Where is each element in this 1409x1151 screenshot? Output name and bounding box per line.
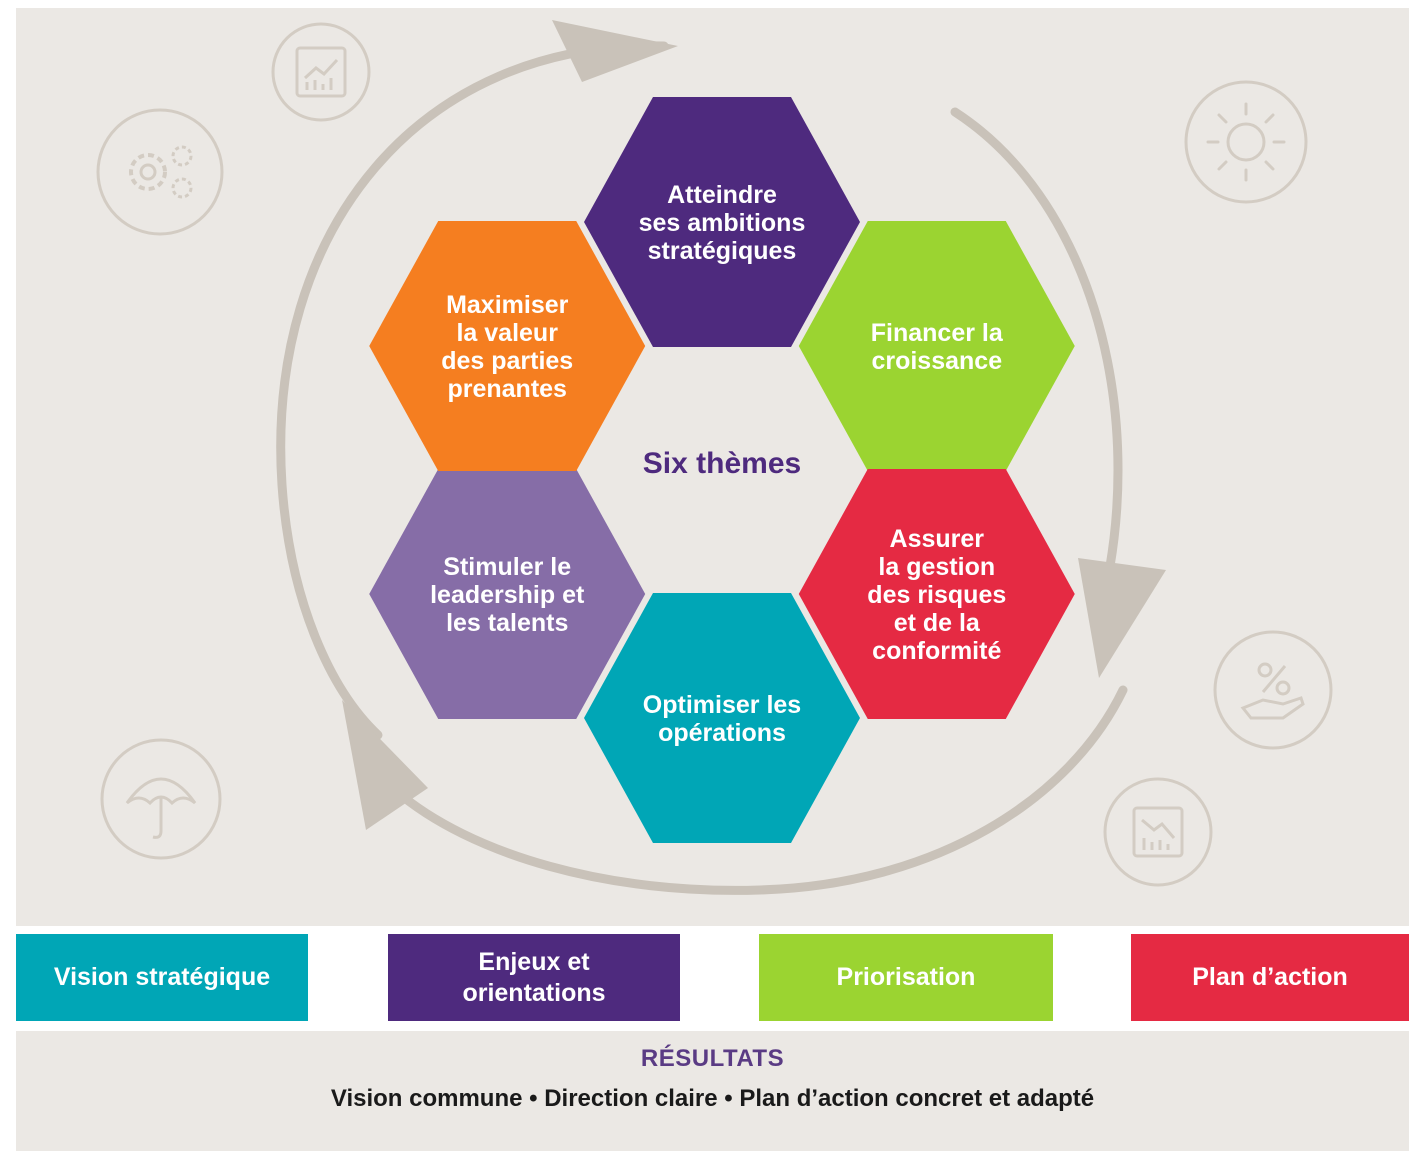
umbrella-icon — [100, 738, 222, 860]
hex-financer-croissance-label-line: Financer la — [871, 319, 1004, 347]
chart-down-icon — [1103, 777, 1213, 887]
hex-stimuler-leadership-label-line: leadership et — [430, 581, 585, 609]
hex-stimuler-leadership-label-line: les talents — [446, 609, 568, 637]
cycle-arc-main — [276, 41, 669, 740]
step-plan-action: Plan d’action — [1131, 934, 1409, 1021]
sun-icon — [1184, 80, 1308, 204]
cycle-arrowhead-top — [552, 20, 678, 82]
percent-hand-icon — [1213, 630, 1333, 750]
hex-optimiser-operations-label-line: Optimiser les — [643, 691, 801, 719]
hex-maximiser-valeur-label-line: Maximiser — [446, 291, 569, 319]
step-priorisation: Priorisation — [759, 934, 1053, 1021]
hex-atteindre-ambitions-shape — [584, 97, 860, 347]
hex-optimiser-operations-shape — [584, 593, 860, 843]
cycle-arrows — [276, 20, 1166, 895]
hex-maximiser-valeur-label-line: prenantes — [447, 375, 566, 403]
hex-financer-croissance-label-line: croissance — [871, 347, 1002, 375]
hex-maximiser-valeur-shape — [369, 221, 646, 471]
hex-stimuler-leadership-label-line: Stimuler le — [443, 553, 571, 581]
hex-atteindre-ambitions-label-line: ses ambitions — [639, 209, 806, 237]
results-title: RÉSULTATS — [640, 1045, 785, 1072]
hex-assurer-gestion-risques-label-line: des risques — [867, 581, 1006, 609]
hex-maximiser-valeur-label-line: des parties — [441, 347, 573, 375]
hex-assurer-gestion-risques-label-line: et de la — [894, 609, 981, 637]
hex-assurer-gestion-risques-label-line: Assurer — [890, 525, 985, 553]
hex-assurer-gestion-risques-label-line: la gestion — [878, 553, 995, 581]
cycle-arrowhead-right — [1078, 558, 1166, 678]
hex-atteindre-ambitions-label-line: Atteindre — [667, 181, 777, 209]
cycle-arc-right — [950, 107, 1123, 603]
hex-assurer-gestion-risques-label-line: conformité — [872, 637, 1001, 665]
results-panel: RÉSULTATS Vision commune • Direction cla… — [16, 1031, 1409, 1151]
hex-assurer-gestion-risques-shape — [798, 469, 1075, 719]
center-title: Six thèmes — [643, 447, 801, 480]
step-vision-strategique: Vision stratégique — [16, 934, 308, 1021]
results-text: Vision commune • Direction claire • Plan… — [330, 1085, 1095, 1112]
hex-optimiser-operations-label-line: opérations — [658, 719, 786, 747]
hex-financer-croissance-shape — [798, 221, 1075, 471]
hex-maximiser-valeur-label-line: la valeur — [456, 319, 558, 347]
hex-stimuler-leadership-shape — [369, 469, 646, 719]
gears-icon — [96, 108, 224, 236]
chart-up-icon — [271, 22, 371, 122]
cycle-arrowhead-left — [342, 700, 428, 830]
hex-atteindre-ambitions-label-line: stratégiques — [648, 237, 797, 265]
step-enjeux-orientations: Enjeux et orientations — [388, 934, 680, 1021]
cycle-arc-bottom — [390, 685, 1128, 895]
